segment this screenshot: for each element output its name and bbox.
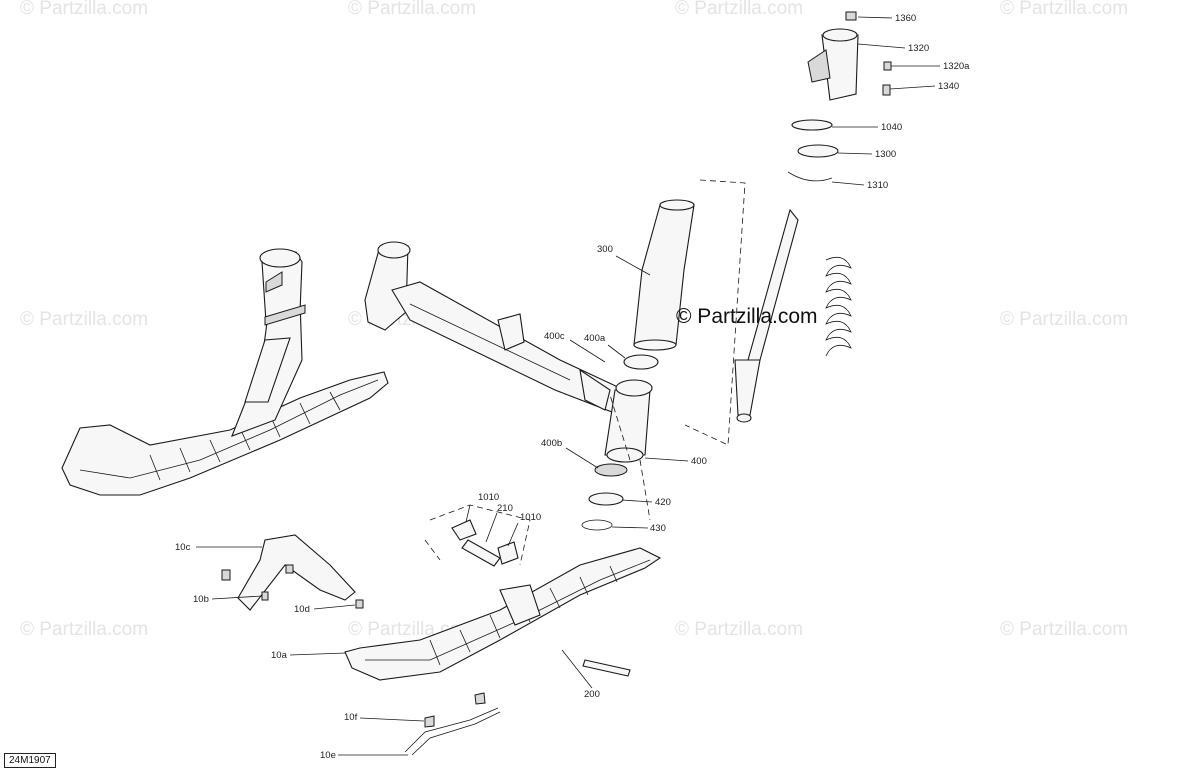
callout-1340: 1340: [938, 81, 959, 92]
callout-labels: 1360 1320 1320a 1340 1040 1300 1310 300 …: [175, 13, 970, 761]
left-ski-assembly: [61, 248, 389, 496]
partzilla-watermark: © Partzilla.com: [1000, 619, 1128, 640]
partzilla-watermark: © Partzilla.com: [675, 0, 803, 19]
shock-spring-assembly: [734, 11, 892, 423]
callout-10d: 10d: [294, 604, 310, 615]
partzilla-watermark: © Partzilla.com: [20, 0, 148, 19]
callout-1040: 1040: [881, 122, 902, 133]
partzilla-watermark: © Partzilla.com: [1000, 0, 1128, 19]
callout-10b: 10b: [193, 594, 209, 605]
partzilla-watermark: © Partzilla.com: [348, 0, 476, 19]
callout-200: 200: [584, 689, 600, 700]
watermark-layer: © Partzilla.com © Partzilla.com © Partzill…: [20, 0, 1128, 640]
partzilla-watermark-main: © Partzilla.com: [676, 305, 818, 328]
callout-1010-left: 1010: [478, 492, 499, 503]
callout-400c: 400c: [544, 331, 565, 342]
callout-1360: 1360: [895, 13, 916, 24]
tube-300: [581, 199, 695, 531]
callout-10c: 10c: [175, 542, 191, 553]
partzilla-watermark: © Partzilla.com: [675, 619, 803, 640]
callout-1310: 1310: [867, 180, 888, 191]
callout-420: 420: [655, 497, 671, 508]
callout-400: 400: [691, 456, 707, 467]
callout-400b: 400b: [541, 438, 562, 449]
callout-400a: 400a: [584, 333, 606, 344]
callout-1320a: 1320a: [943, 61, 970, 72]
callout-10e: 10e: [320, 750, 336, 761]
callout-430: 430: [650, 523, 666, 534]
leader-lines: [196, 16, 940, 756]
callout-10a: 10a: [271, 650, 288, 661]
callout-1320: 1320: [908, 43, 929, 54]
callout-10f: 10f: [344, 712, 358, 723]
partzilla-watermark: © Partzilla.com: [20, 309, 148, 330]
partzilla-watermark: © Partzilla.com: [1000, 309, 1128, 330]
callout-210: 210: [497, 503, 513, 514]
callout-300: 300: [597, 244, 613, 255]
figure-code: 24M1907: [4, 753, 56, 768]
callout-1300: 1300: [875, 149, 896, 160]
lower-ski-assembly: [221, 519, 662, 756]
cross-beam-assembly: [364, 241, 653, 463]
partzilla-watermark: © Partzilla.com: [20, 619, 148, 640]
callout-1010-right: 1010: [520, 512, 541, 523]
